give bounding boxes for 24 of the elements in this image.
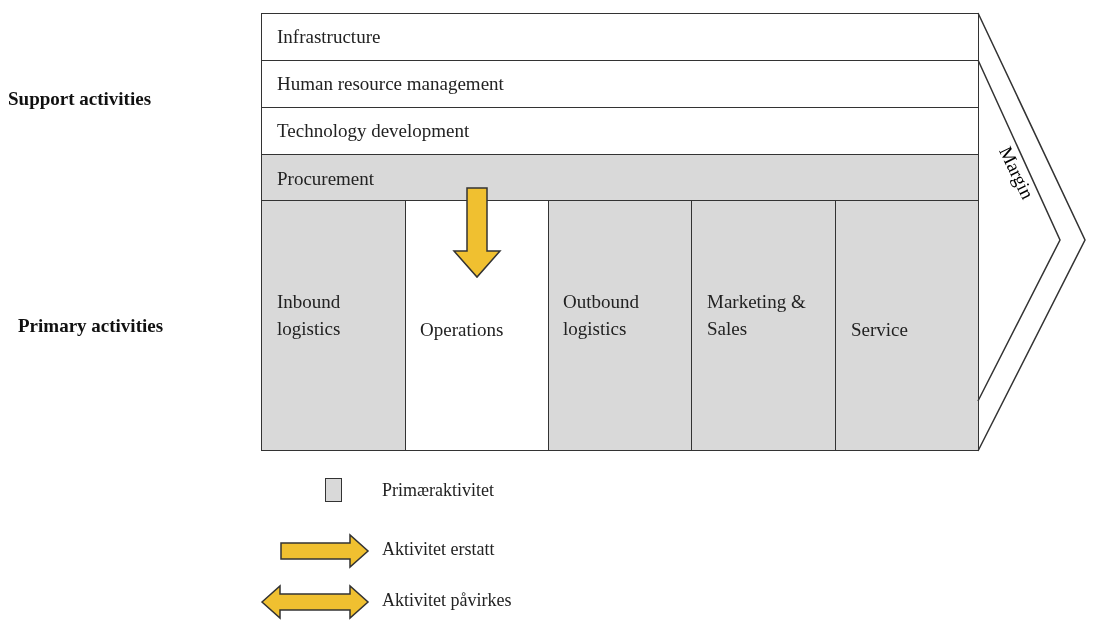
activity-label: Inbound logistics bbox=[277, 290, 342, 341]
legend-label: Aktivitet erstatt bbox=[382, 539, 495, 560]
section-label: Primary activities bbox=[18, 315, 164, 337]
support-activity-bar bbox=[261, 60, 979, 108]
primary-activity-column bbox=[261, 200, 406, 451]
primary-activity-column bbox=[691, 200, 836, 451]
activity-label: Human resource management bbox=[277, 73, 504, 95]
primary-activity-column bbox=[835, 200, 979, 451]
margin-label: Margin bbox=[994, 143, 1039, 203]
primary-activity-column bbox=[548, 200, 692, 451]
support-activity-bar bbox=[261, 13, 979, 61]
activity-label: Service bbox=[851, 318, 909, 342]
legend-label: Primæraktivitet bbox=[382, 480, 494, 501]
activity-label: Operations bbox=[420, 318, 505, 342]
activity-label: Outbound logistics bbox=[563, 290, 640, 341]
activity-label: Procurement bbox=[277, 168, 375, 190]
legend-label: Aktivitet påvirkes bbox=[382, 590, 512, 611]
support-activity-bar bbox=[261, 107, 979, 155]
block-arrow bbox=[452, 187, 502, 279]
activity-label: Technology development bbox=[277, 120, 470, 142]
activity-label: Infrastructure bbox=[277, 26, 381, 48]
activity-label: Marketing & Sales bbox=[707, 290, 807, 341]
support-activity-bar bbox=[261, 154, 979, 201]
section-label: Support activities bbox=[8, 88, 152, 110]
